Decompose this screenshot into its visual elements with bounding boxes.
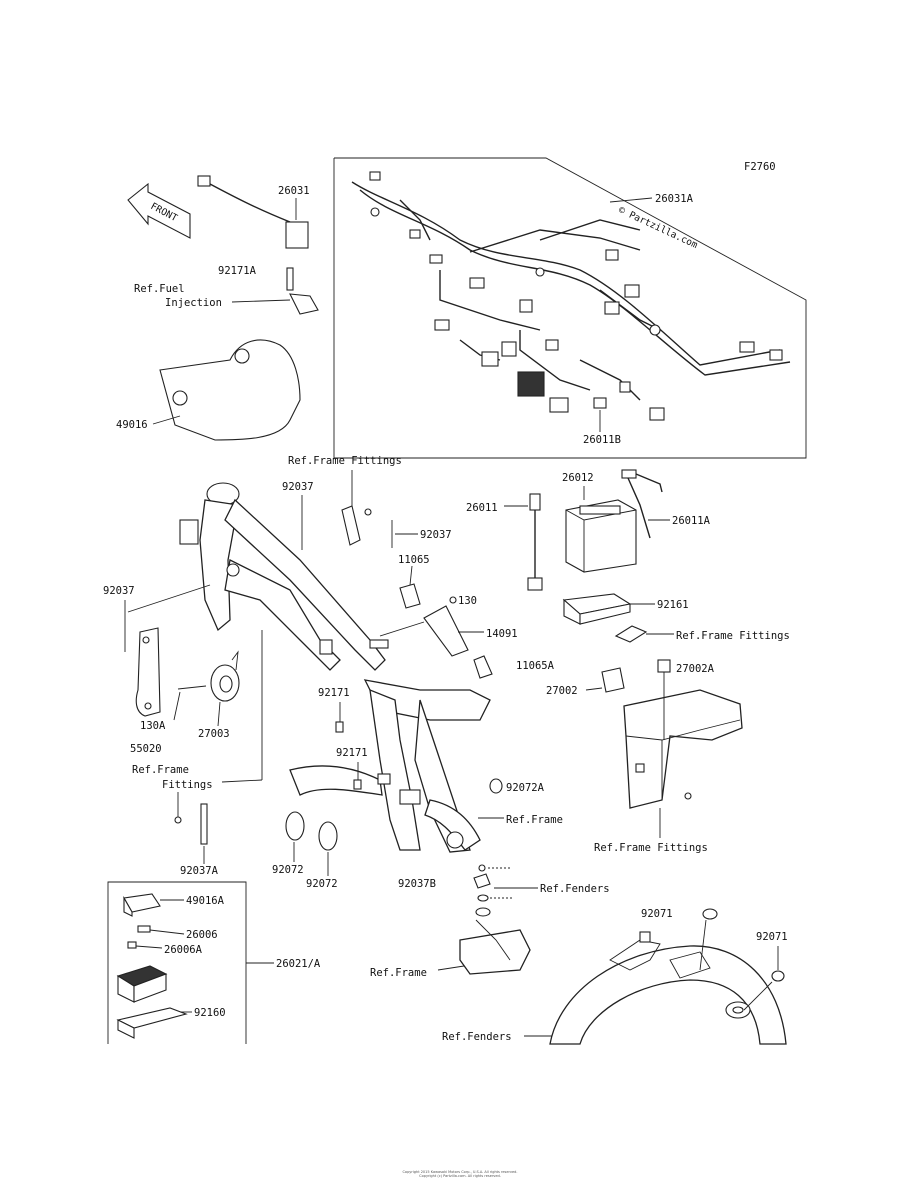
harness-panel: F2760 26031A © Partzilla.com 26011B <box>333 157 807 459</box>
part-label-27003: 27003 <box>198 728 230 740</box>
diagram-code: F2760 <box>744 161 776 173</box>
part-label-26031A: 26031A <box>655 193 694 205</box>
part-label-92171A: 92171A <box>218 265 257 277</box>
ref-frame-low: Ref.Frame <box>370 967 427 979</box>
ref-frame-mid: Ref.Frame <box>506 814 563 826</box>
part-label-26021A: 26021/A <box>276 958 321 970</box>
part-label-26006: 26006 <box>186 929 218 941</box>
part-label-92171-a: 92171 <box>318 687 350 699</box>
part-label-55020: 55020 <box>130 743 162 755</box>
part-label-26031: 26031 <box>278 185 310 197</box>
part-92171A: 92171A Ref.Fuel Injection <box>134 265 319 315</box>
part-label-26012: 26012 <box>562 472 594 484</box>
copyright-line-1: Copyright 2015 Kawasaki Motors Corp., U.… <box>402 1170 518 1174</box>
part-label-26011B: 26011B <box>583 434 621 446</box>
part-label-26011: 26011 <box>466 502 498 514</box>
ref-fenders-top: Ref.Fenders <box>540 883 610 895</box>
rear-fender-area: Ref.Fenders Ref.Frame 92071 92071 Ref.Fe… <box>370 864 788 1045</box>
ref-frame-fittings-left-1: Ref.Frame <box>132 764 189 776</box>
ref-fenders-bottom: Ref.Fenders <box>442 1031 512 1043</box>
fasteners-mid: 92171 92171 92072A Ref.Frame 92072 92072… <box>272 687 563 890</box>
front-arrow: FRONT <box>127 182 191 239</box>
part-label-14091: 14091 <box>486 628 518 640</box>
part-label-92161: 92161 <box>657 599 689 611</box>
part-label-92037-b: 92037 <box>420 529 452 541</box>
part-label-130: 130 <box>458 595 477 607</box>
ref-frame-fittings-right: Ref.Frame Fittings <box>676 630 790 642</box>
horn-assembly: 130A 27003 55020 Ref.Frame Fittings 9203… <box>130 627 263 877</box>
battery-assembly: 26012 26011 26011A 92161 Ref.Frame Fitti… <box>466 469 790 854</box>
ref-frame-fittings-bottom: Ref.Frame Fittings <box>594 842 708 854</box>
part-label-92160: 92160 <box>194 1007 226 1019</box>
fuse-box-inset: 49016A 26006 26006A 26021/A 92160 <box>107 881 321 1044</box>
part-label-26011A: 26011A <box>672 515 711 527</box>
ref-fuel-injection-2: Injection <box>165 297 222 309</box>
copyright-line-2: Copyright (c) Partzilla.com. All rights … <box>419 1174 501 1178</box>
part-label-27002A: 27002A <box>676 663 715 675</box>
part-label-11065: 11065 <box>398 554 430 566</box>
part-label-92072A: 92072A <box>506 782 545 794</box>
part-label-11065A: 11065A <box>516 660 555 672</box>
part-label-92037-left: 92037 <box>103 585 135 597</box>
part-label-49016A: 49016A <box>186 895 225 907</box>
part-label-26006A: 26006A <box>164 944 203 956</box>
part-label-92171-b: 92171 <box>336 747 368 759</box>
part-49016: 49016 <box>116 339 301 441</box>
ref-frame-fittings-top: Ref.Frame Fittings <box>288 455 402 467</box>
part-label-49016: 49016 <box>116 419 148 431</box>
part-label-92072-b: 92072 <box>306 878 338 890</box>
part-label-92037-a: 92037 <box>282 481 314 493</box>
part-label-92037B: 92037B <box>398 878 436 890</box>
part-label-92037A: 92037A <box>180 865 219 877</box>
frame <box>179 482 491 853</box>
part-label-92071-a: 92071 <box>641 908 673 920</box>
part-label-130A: 130A <box>140 720 166 732</box>
part-label-27002: 27002 <box>546 685 578 697</box>
frame-labels: Ref.Frame Fittings 92037 92037 92037 110… <box>103 455 555 679</box>
ref-frame-fittings-left-2: Fittings <box>162 779 213 791</box>
part-26031: 26031 <box>197 175 310 249</box>
part-label-92072-a: 92072 <box>272 864 304 876</box>
ref-fuel-injection-1: Ref.Fuel <box>134 283 185 295</box>
copyright-notice: Copyright 2015 Kawasaki Motors Corp., U.… <box>340 1170 580 1178</box>
part-label-92071-b: 92071 <box>756 931 788 943</box>
